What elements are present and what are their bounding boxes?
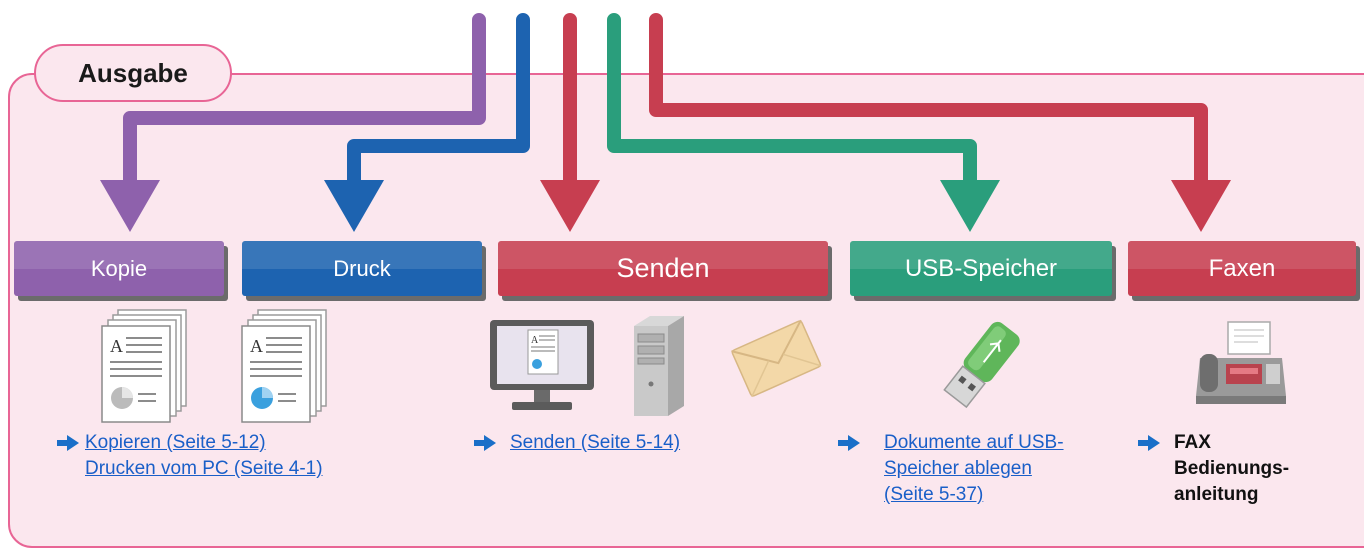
envelope-icon [731, 319, 822, 398]
category-usb-speicher: USB-Speicher [850, 241, 1112, 296]
arrowhead-kopie [100, 180, 160, 232]
fax-manual-ref-line2: Bedienungs- [1174, 458, 1290, 479]
link-dokumente-usb-line1[interactable]: Dokumente auf USB- [884, 432, 1064, 453]
category-senden-label: Senden [616, 253, 710, 283]
link-kopieren[interactable]: Kopieren (Seite 5-12) [85, 432, 266, 453]
category-druck-label: Druck [333, 255, 391, 281]
arrow-right-icon [1138, 435, 1160, 451]
category-faxen-label: Faxen [1208, 254, 1276, 282]
document-stack-icon: A [241, 309, 327, 423]
arrow-right-icon [57, 435, 79, 451]
svg-text:A: A [250, 336, 263, 356]
link-senden[interactable]: Senden (Seite 5-14) [510, 432, 681, 453]
arrow-right-icon [474, 435, 496, 451]
arrowhead-usb [940, 180, 1000, 232]
server-icon [634, 316, 684, 416]
flow-line-faxen [649, 13, 1208, 187]
arrowhead-druck [324, 180, 384, 232]
category-kopie-label: Kopie [90, 255, 148, 281]
flow-line-druck [347, 13, 530, 187]
fax-machine-icon [1196, 321, 1286, 404]
link-dokumente-usb-line2[interactable]: Speicher ablegen [884, 458, 1032, 479]
category-usb-label: USB-Speicher [904, 254, 1058, 282]
computer-monitor-icon: A [490, 320, 594, 410]
fax-manual-ref-line3: anleitung [1174, 484, 1259, 505]
category-druck: Druck [242, 241, 482, 296]
category-faxen: Faxen [1128, 241, 1356, 296]
usb-stick-icon [943, 321, 1020, 409]
arrowhead-faxen [1171, 180, 1231, 232]
flow-line-kopie [123, 13, 486, 187]
panel-title: Ausgabe [34, 44, 232, 102]
flow-line-usb [607, 13, 977, 187]
arrow-right-icon [838, 435, 860, 451]
link-drucken-vom-pc[interactable]: Drucken vom PC (Seite 4-1) [85, 458, 323, 479]
link-dokumente-usb-line3[interactable]: (Seite 5-37) [884, 484, 984, 505]
svg-text:A: A [531, 335, 539, 346]
arrowhead-senden [540, 180, 600, 232]
document-stack-icon: A [101, 309, 187, 423]
category-kopie: Kopie [14, 241, 224, 296]
category-senden: Senden [498, 241, 828, 296]
fax-manual-ref-line1: FAX [1174, 432, 1211, 453]
svg-text:A: A [110, 336, 123, 356]
